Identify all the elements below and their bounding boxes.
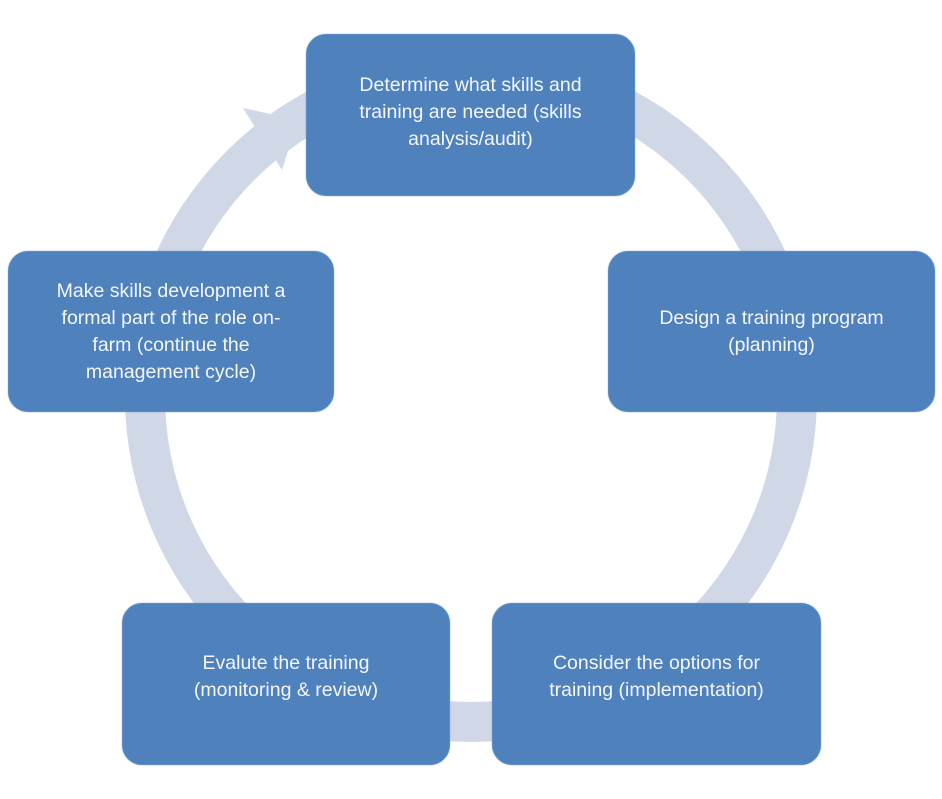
step-line: Design a training program [659, 306, 884, 329]
step-consider-options: Consider the options for training (imple… [492, 603, 821, 765]
step-skills-analysis: Determine what skills and training are n… [306, 34, 635, 196]
step-line: (planning) [728, 333, 815, 356]
step-line: formal part of the role on- [61, 306, 281, 329]
step-line: analysis/audit) [408, 127, 533, 150]
step-consider-options-label: Consider the options for training (imple… [549, 650, 764, 704]
step-formalise: Make skills development a formal part of… [8, 251, 334, 412]
step-line: farm (continue the [92, 333, 250, 356]
step-line: training (implementation) [549, 679, 764, 701]
step-line: Make skills development a [56, 279, 286, 302]
cycle-arrowhead-icon [243, 108, 298, 170]
step-design-program: Design a training program (planning) [608, 251, 935, 412]
step-formalise-label: Make skills development a formal part of… [57, 278, 286, 386]
step-skills-analysis-label: Determine what skills and training are n… [359, 72, 581, 153]
step-line: management cycle) [85, 360, 257, 383]
step-design-program-label: Design a training program (planning) [659, 305, 883, 359]
step-line: Evalute the training [202, 652, 370, 674]
step-line: (monitoring & review) [193, 679, 379, 701]
step-line: Consider the options for [552, 652, 761, 674]
step-line: training are needed (skills [359, 100, 582, 123]
step-line: Determine what skills and [359, 73, 582, 96]
step-evaluate-label: Evalute the training (monitoring & revie… [194, 650, 378, 704]
step-evaluate: Evalute the training (monitoring & revie… [122, 603, 450, 765]
